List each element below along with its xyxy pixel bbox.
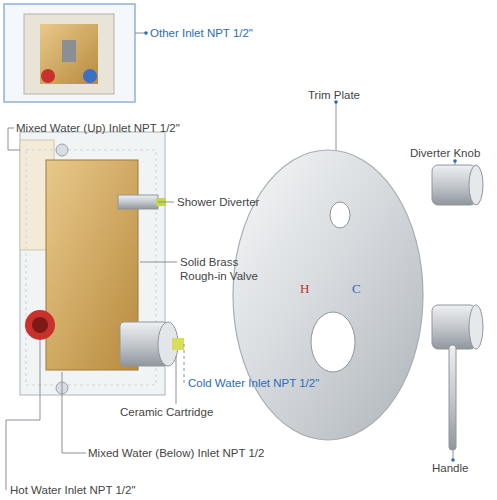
callout-label: Ceramic Cartridge: [120, 405, 213, 419]
callout-label: Other Inlet NPT 1/2": [150, 26, 253, 40]
trim-plate: [233, 150, 423, 440]
callout-label: Shower Diverter: [177, 195, 259, 209]
callout-label: Diverter Knob: [410, 146, 480, 160]
callout-label: Mixed Water (Below) Inlet NPT 1/2: [88, 446, 264, 460]
temperature-mark: H: [300, 282, 309, 296]
leader-lines: [6, 33, 455, 490]
callout-label: Cold Water Inlet NPT 1/2": [188, 376, 319, 390]
inset-photo: [4, 4, 135, 102]
callout-label: Handle: [432, 461, 468, 475]
rough-in-valve: [20, 132, 184, 395]
handle: [432, 305, 483, 450]
callout-label: Hot Water Inlet NPT 1/2": [10, 483, 136, 497]
callout-label: Solid Brass Rough-in Valve: [180, 255, 258, 283]
callout-label: Trim Plate: [308, 88, 360, 102]
temperature-mark: C: [352, 282, 361, 296]
diverter-knob: [432, 165, 483, 205]
callout-label: Mixed Water (Up) Inlet NPT 1/2": [16, 121, 180, 135]
leader-dots: [144, 31, 457, 462]
